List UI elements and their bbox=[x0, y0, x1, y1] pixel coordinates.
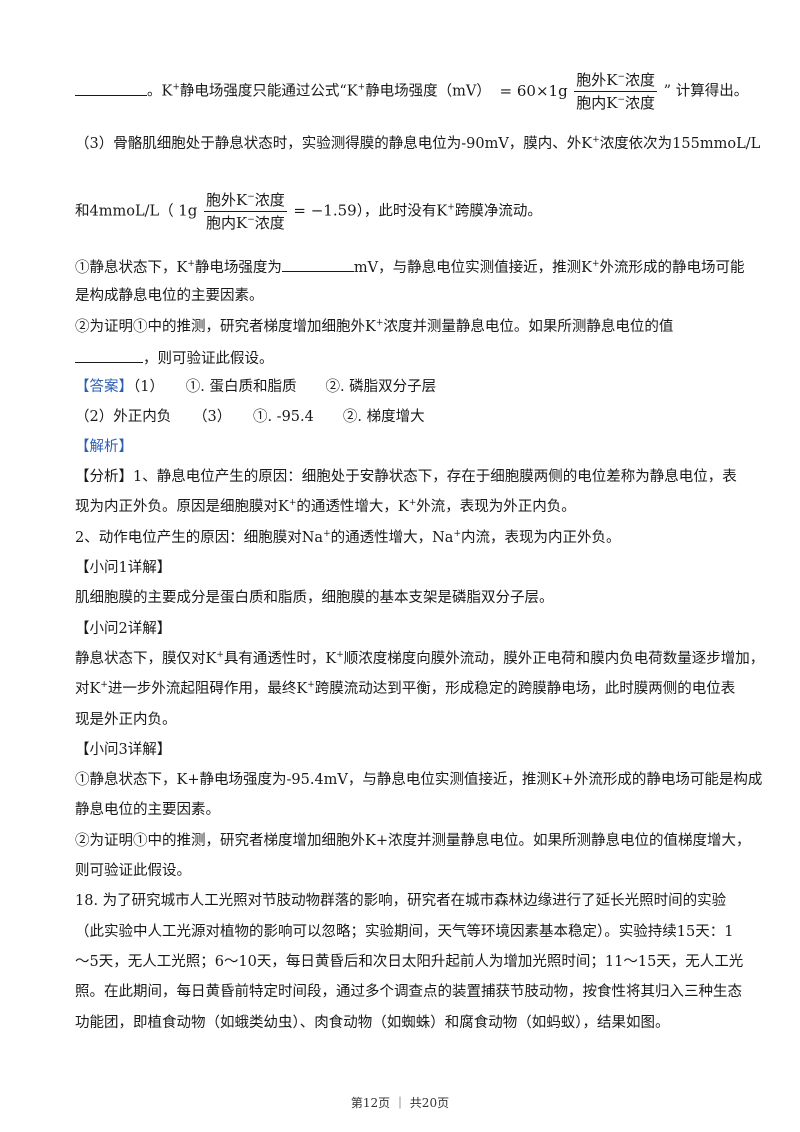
paragraph-line: ②为证明①中的推测，研究者梯度增加细胞外K+浓度并测量静息电位。如果所测静息电位… bbox=[75, 318, 674, 335]
paragraph-line: 肌细胞膜的主要成分是蛋白质和脂质，细胞膜的基本支架是磷脂双分子层。 bbox=[75, 590, 554, 606]
section-tag: 【小问3详解】 bbox=[75, 742, 172, 758]
analysis-tag: 【解析】 bbox=[75, 439, 133, 455]
answer-line: （2）外正内负 （3） ①. -95.4 ②. 梯度增大 bbox=[75, 409, 425, 425]
paragraph-line: （3）骨骼肌细胞处于静息状态时，实验测得膜的静息电位为-90mV，膜内、外K+浓… bbox=[75, 135, 761, 152]
paragraph-line: 则可验证此假设。 bbox=[75, 863, 191, 879]
paragraph-line: ，则可验证此假设。 bbox=[75, 346, 274, 370]
text: 静电场强度（mV） bbox=[365, 83, 491, 100]
fraction-denominator: 胞内K−浓度 bbox=[576, 94, 656, 112]
fraction-1: 胞外K−浓度 胞内K−浓度 bbox=[574, 70, 658, 113]
answer-tag: 【答案】 bbox=[75, 379, 133, 395]
text: ” 计算得出。 bbox=[663, 83, 749, 100]
fraction-denominator: 胞内K−浓度 bbox=[205, 214, 285, 232]
paragraph-line: ②为证明①中的推测，研究者梯度增加细胞外K+浓度并测量静息电位。如果所测静息电位… bbox=[75, 833, 751, 849]
paragraph-line: 现是外正内负。 bbox=[75, 712, 177, 728]
paragraph-line: 2、动作电位产生的原因：细胞膜对Na+的通透性增大，Na+内流，表现为内正外负。 bbox=[75, 529, 621, 546]
text: 静电场强度只能通过公式“K bbox=[179, 83, 358, 100]
formula-value: = −1.59 bbox=[293, 201, 357, 220]
question-18-line: 18. 为了研究城市人工光照对节肢动物群落的影响，研究者在城市森林边缘进行了延长… bbox=[75, 893, 727, 909]
section-tag: 【小问2详解】 bbox=[75, 621, 172, 637]
paragraph-line: 现为内正外负。原因是细胞膜对K+的通透性增大，K+外流，表现为外正内负。 bbox=[75, 498, 576, 515]
paragraph-line: 功能团，即植食动物（如蛾类幼虫）、肉食动物（如蜘蛛）和腐食动物（如蚂蚁），结果如… bbox=[75, 1015, 670, 1031]
paragraph-line: ①静息状态下，K+静电场强度为-95.4mV，与静息电位实测值接近，推测K+外流… bbox=[75, 772, 763, 788]
answer-blank bbox=[75, 79, 147, 96]
formula-coefficient: = 60×1g bbox=[499, 81, 568, 100]
answer-blank bbox=[75, 346, 143, 363]
paragraph-line: 静息状态下，膜仅对K+具有通透性时，K+顺浓度梯度向膜外流动，膜外正电荷和膜内负… bbox=[75, 650, 765, 667]
formula-log: 1g bbox=[178, 201, 198, 220]
fraction-numerator: 胞外K−浓度 bbox=[574, 70, 658, 92]
text: 。K bbox=[147, 83, 173, 100]
formula-line-1: 。K+静电场强度只能通过公式“K+静电场强度（mV） = 60×1g 胞外K−浓… bbox=[75, 70, 748, 113]
fraction-numerator: 胞外K−浓度 bbox=[203, 190, 287, 212]
paragraph-line: 【分析】1、静息电位产生的原因：细胞处于安静状态下，存在于细胞膜两侧的电位差称为… bbox=[75, 469, 737, 485]
section-tag: 【小问1详解】 bbox=[75, 560, 172, 576]
answer-line: 【答案】（1） ①. 蛋白质和脂质 ②. 磷脂双分子层 bbox=[75, 379, 437, 395]
paragraph-line: ～5天，无人工光照；6～10天，每日黄昏后和次日太阳升起前人为增加光照时间；11… bbox=[75, 954, 744, 970]
paragraph-line: 照。在此期间，每日黄昏前特定时间段，通过多个调查点的装置捕获节肢动物，按食性将其… bbox=[75, 984, 742, 1000]
paragraph-line: 对K+进一步外流起阻碍作用，最终K+跨膜流动达到平衡，形成稳定的跨膜静电场，此时… bbox=[75, 680, 736, 697]
paragraph-line: 静息电位的主要因素。 bbox=[75, 802, 220, 818]
answer-blank bbox=[281, 255, 354, 272]
paragraph-line: 是构成静息电位的主要因素。 bbox=[75, 288, 264, 304]
fraction-2: 胞外K−浓度 胞内K−浓度 bbox=[203, 190, 287, 233]
superscript: + bbox=[357, 82, 366, 93]
page-footer: 第12页 ｜ 共20页 bbox=[350, 1096, 450, 1110]
formula-line-2: 和4mmoL/L（ 1g 胞外K−浓度 胞内K−浓度 = −1.59），此时没有… bbox=[75, 190, 542, 233]
superscript: + bbox=[172, 82, 180, 93]
paragraph-line: （此实验中人工光源对植物的影响可以忽略；实验期间，天气等环境因素基本稳定）。实验… bbox=[75, 924, 734, 940]
